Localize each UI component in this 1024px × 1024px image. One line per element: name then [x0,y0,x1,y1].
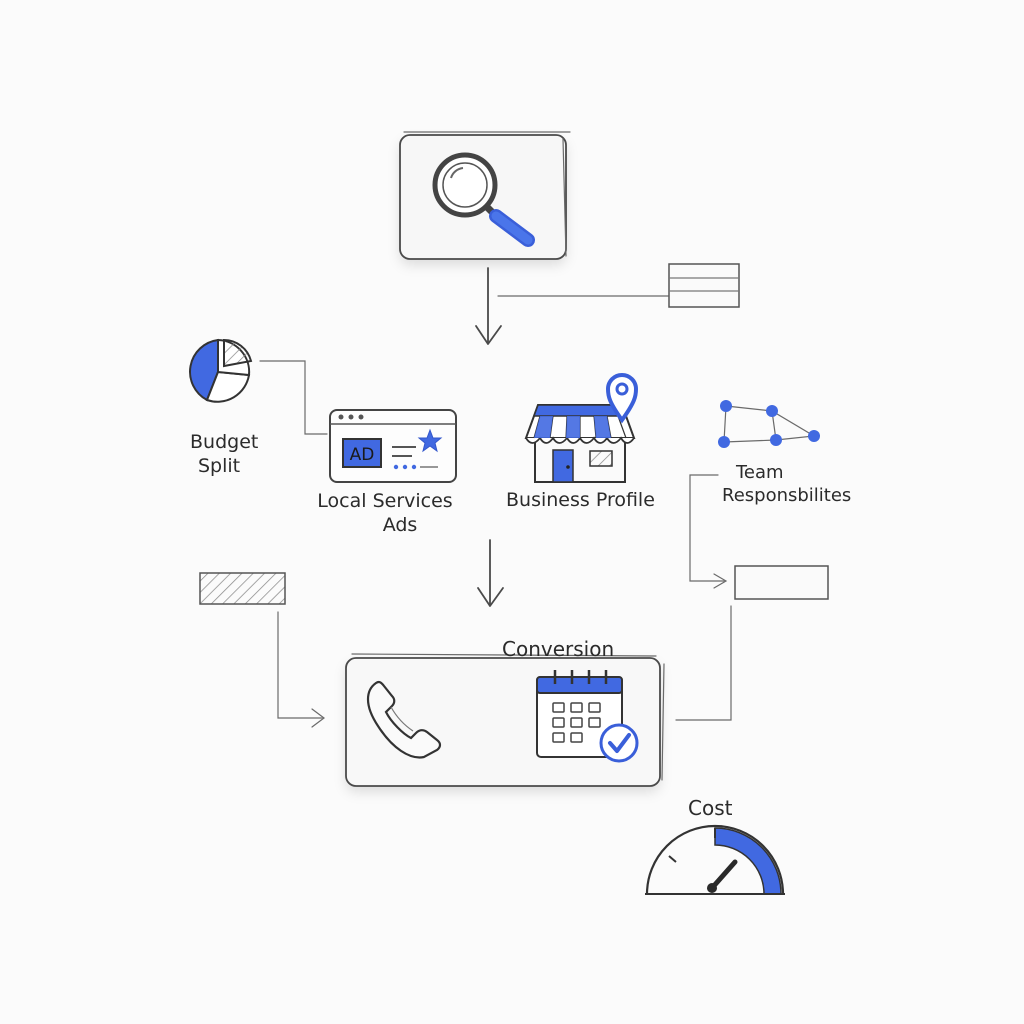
ad-badge-text: AD [350,445,375,465]
conversion-label: Conversion [502,637,614,662]
network-icon [718,400,820,448]
striped-box-right [734,565,829,600]
local-services-ads-label: Local Services Ads [315,490,455,538]
local-services-ads-line1: Local Services [317,490,453,512]
connector-right-to-conversion [675,605,732,721]
budget-split-line2: Split [198,454,241,477]
connector-team-to-box [689,474,725,582]
search-box [399,131,571,260]
connector-center-down [477,539,504,607]
map-pin-icon [605,373,639,424]
connector-pie-to-ads [259,360,328,435]
hatched-box-left [199,572,286,605]
pie-chart-icon [189,338,253,403]
budget-split-label: Budget Split [190,431,258,479]
connector-team-arrowhead [713,573,728,589]
team-responsibilities-label: Team Responsbilites [722,462,851,507]
gauge-icon [645,824,785,895]
calendar-check-icon [536,670,639,763]
local-services-ads-line2: Ads [382,513,418,536]
cost-label: Cost [688,796,732,821]
business-profile-text: Business Profile [506,489,655,511]
team-responsibilities-line1: Team [736,462,784,483]
storefront-icon [524,404,636,483]
business-profile-label: Business Profile [506,489,655,513]
phone-icon [366,680,442,759]
striped-note-box [668,263,740,308]
cost-text: Cost [688,796,733,820]
connector-search-down [475,267,669,345]
budget-split-line1: Budget [190,431,259,453]
connector-left-arrowhead [311,708,325,728]
magnifier-icon [432,152,535,247]
ad-window-icon: AD [329,409,457,483]
team-responsibilities-line2: Responsbilites [722,484,852,506]
conversion-text: Conversion [502,637,615,661]
connector-left-to-conversion [277,611,323,719]
